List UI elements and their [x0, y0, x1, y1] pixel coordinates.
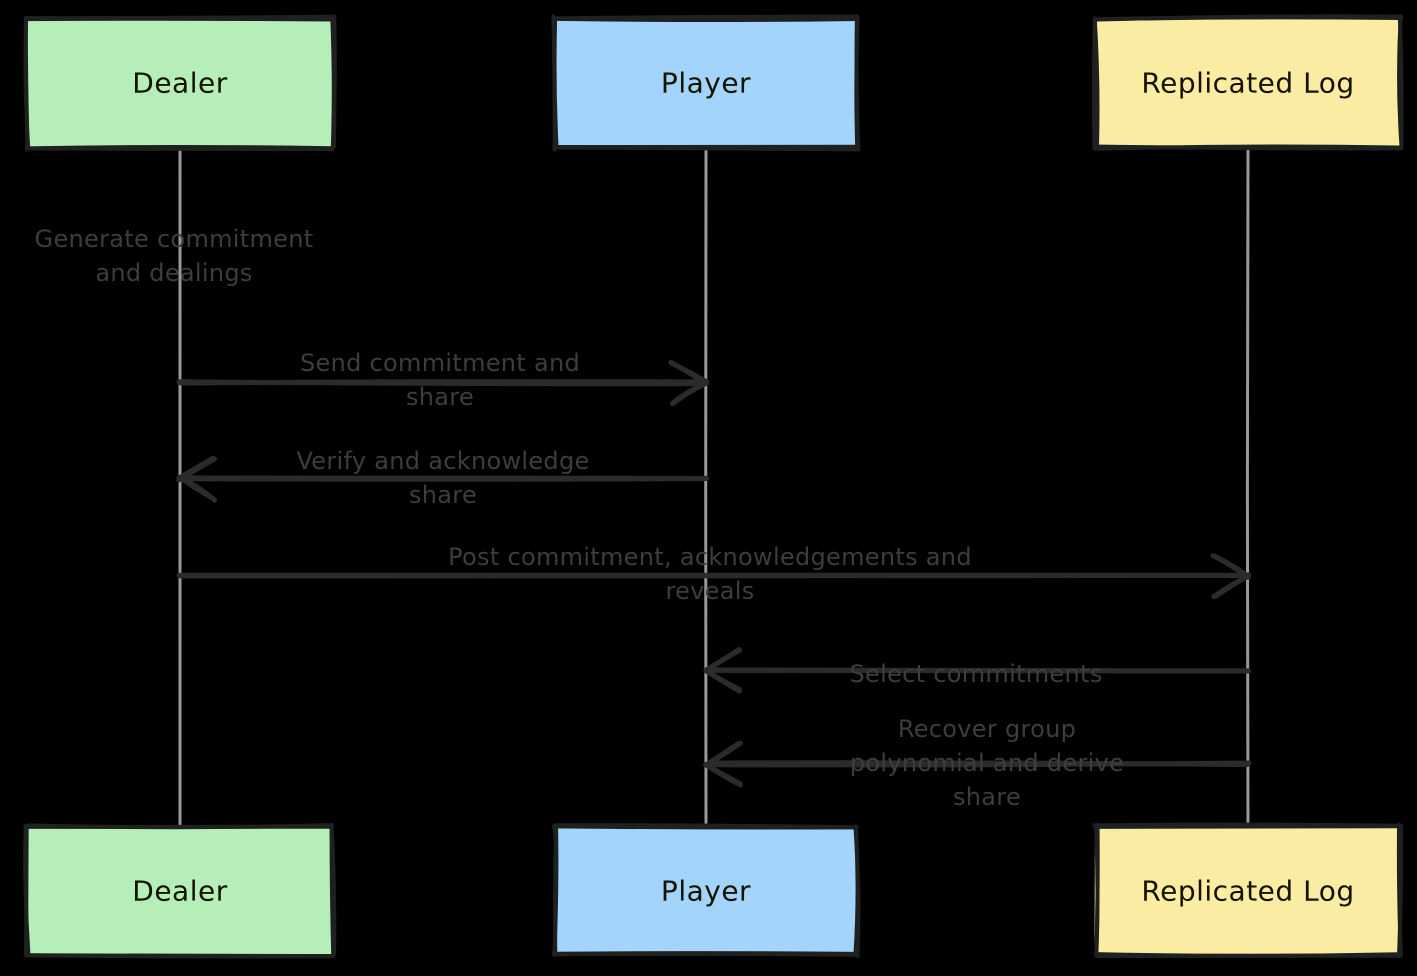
actor-box-player-top[interactable] — [551, 14, 861, 152]
actor-box-dealer-top[interactable] — [23, 14, 337, 152]
actor-box-dealer-bottom[interactable] — [23, 823, 337, 959]
message-label-msg-recover-group: Recover group polynomial and derive shar… — [849, 715, 1125, 812]
message-label-msg-verify-ack: Verify and acknowledge share — [296, 447, 590, 510]
message-label-msg-post-commitment: Post commitment, acknowledgements and re… — [448, 543, 972, 606]
message-arrow-msg-post-commitment[interactable] — [176, 553, 1252, 600]
actor-box-replicated-log-bottom[interactable] — [1092, 822, 1404, 959]
message-arrow-msg-send-commitment[interactable] — [176, 359, 710, 407]
actor-box-replicated-log-top[interactable] — [1091, 14, 1404, 151]
message-arrow-msg-recover-group[interactable] — [703, 740, 1252, 788]
lifeline-replicated-log — [1245, 147, 1250, 837]
message-label-msg-send-commitment: Send commitment and share — [299, 349, 581, 412]
message-label-msg-generate: Generate commitment and dealings — [34, 225, 314, 288]
message-label-msg-select-commitments: Select commitments — [849, 660, 1103, 688]
actor-box-player-bottom[interactable] — [551, 823, 861, 959]
message-arrow-msg-verify-ack[interactable] — [176, 455, 710, 503]
message-arrow-msg-select-commitments[interactable] — [703, 646, 1252, 694]
